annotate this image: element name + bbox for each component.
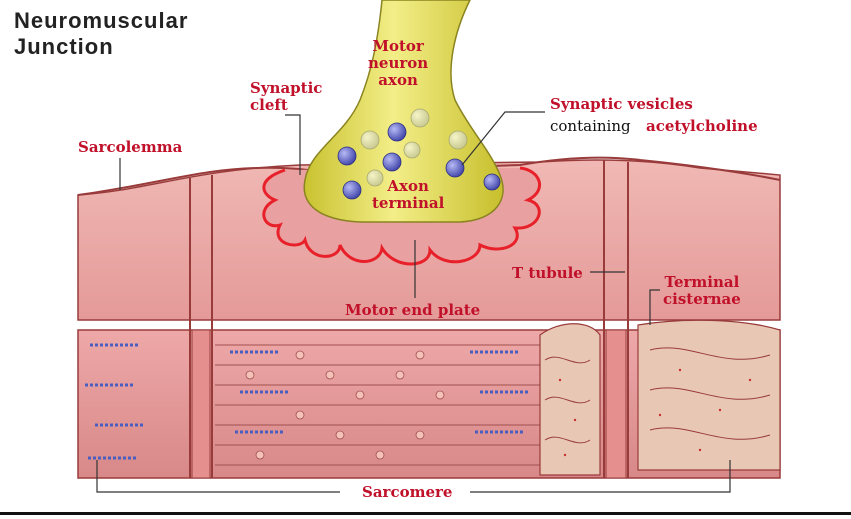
title-line-1: Neuromuscular bbox=[14, 8, 188, 34]
label-line: Motor bbox=[368, 38, 428, 55]
label-line: cleft bbox=[250, 97, 322, 114]
label-line: axon bbox=[368, 72, 428, 89]
label-terminal-cisternae: Terminal cisternae bbox=[663, 274, 741, 308]
label-sarcolemma: Sarcolemma bbox=[78, 139, 182, 156]
bottom-divider bbox=[0, 512, 851, 515]
label-line: Synaptic bbox=[250, 80, 322, 97]
label-synaptic-vesicles: Synaptic vesicles bbox=[550, 96, 693, 113]
label-acetylcholine: acetylcholine bbox=[646, 118, 758, 135]
label-sarcomere: Sarcomere bbox=[362, 484, 452, 501]
label-motor-end-plate: Motor end plate bbox=[345, 302, 480, 319]
label-containing: containing bbox=[550, 118, 631, 135]
label-axon-terminal: Axon terminal bbox=[372, 178, 444, 212]
label-t-tubule: T tubule bbox=[512, 265, 583, 282]
label-line: cisternae bbox=[663, 291, 741, 308]
label-line: Axon bbox=[372, 178, 444, 195]
label-synaptic-cleft: Synaptic cleft bbox=[250, 80, 322, 114]
title-line-2: Junction bbox=[14, 34, 114, 60]
label-line: neuron bbox=[368, 55, 428, 72]
label-motor-neuron-axon: Motor neuron axon bbox=[368, 38, 428, 89]
label-line: Terminal bbox=[663, 274, 741, 291]
label-line: terminal bbox=[372, 195, 444, 212]
